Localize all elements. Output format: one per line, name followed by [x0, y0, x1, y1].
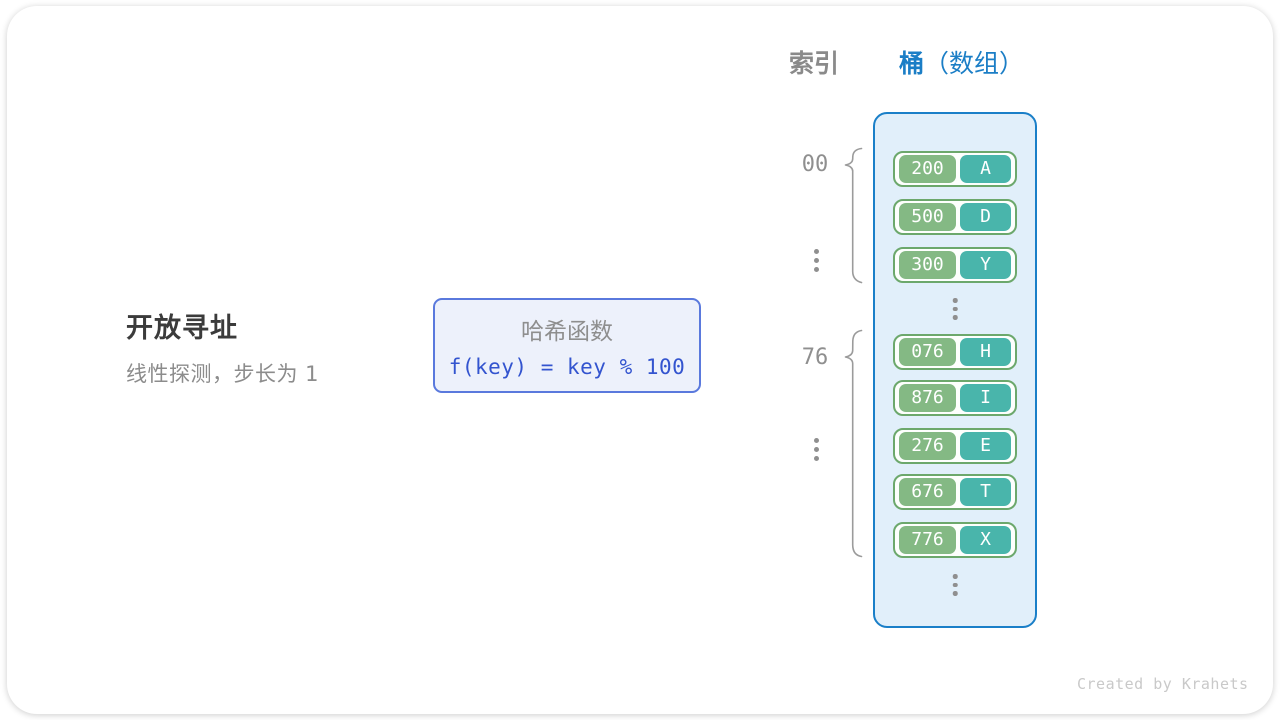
diagram-title: 开放寻址 — [126, 313, 238, 344]
value-cell: Y — [960, 251, 1011, 279]
group-brace-bottom-icon — [844, 329, 863, 558]
ellipsis-bucket-bottom-icon — [952, 574, 958, 596]
ellipsis-index-bottom-icon — [814, 438, 819, 461]
index-label-76: 76 — [801, 345, 829, 370]
hash-function-title: 哈希函数 — [521, 319, 613, 345]
bucket-suffix-label: （数组） — [924, 49, 1025, 78]
diagram-subtitle: 线性探测，步长为 1 — [126, 362, 320, 386]
key-cell: 676 — [899, 478, 956, 506]
hash-function-box: 哈希函数 f(key) = key % 100 — [433, 298, 701, 393]
key-cell: 076 — [899, 338, 956, 366]
value-cell: H — [960, 338, 1011, 366]
value-cell: D — [960, 203, 1011, 231]
index-column-header: 索引 — [788, 49, 839, 78]
key-cell: 200 — [899, 155, 956, 183]
value-cell: T — [960, 478, 1011, 506]
key-cell: 276 — [899, 432, 956, 460]
value-cell: X — [960, 526, 1011, 554]
credit-text: Created by Krahets — [1077, 675, 1249, 693]
key-cell: 876 — [899, 384, 956, 412]
value-cell: I — [960, 384, 1011, 412]
group-brace-top-icon — [844, 147, 863, 284]
value-cell: E — [960, 432, 1011, 460]
value-cell: A — [960, 155, 1011, 183]
bucket-column-header: 桶（数组） — [899, 44, 1024, 80]
ellipsis-bucket-middle-icon — [952, 298, 958, 320]
bucket-label: 桶 — [899, 49, 925, 78]
key-cell: 300 — [899, 251, 956, 279]
ellipsis-index-top-icon — [814, 249, 819, 272]
hash-function-formula: f(key) = key % 100 — [448, 355, 686, 379]
index-label-00: 00 — [801, 152, 829, 177]
key-cell: 776 — [899, 526, 956, 554]
key-cell: 500 — [899, 203, 956, 231]
